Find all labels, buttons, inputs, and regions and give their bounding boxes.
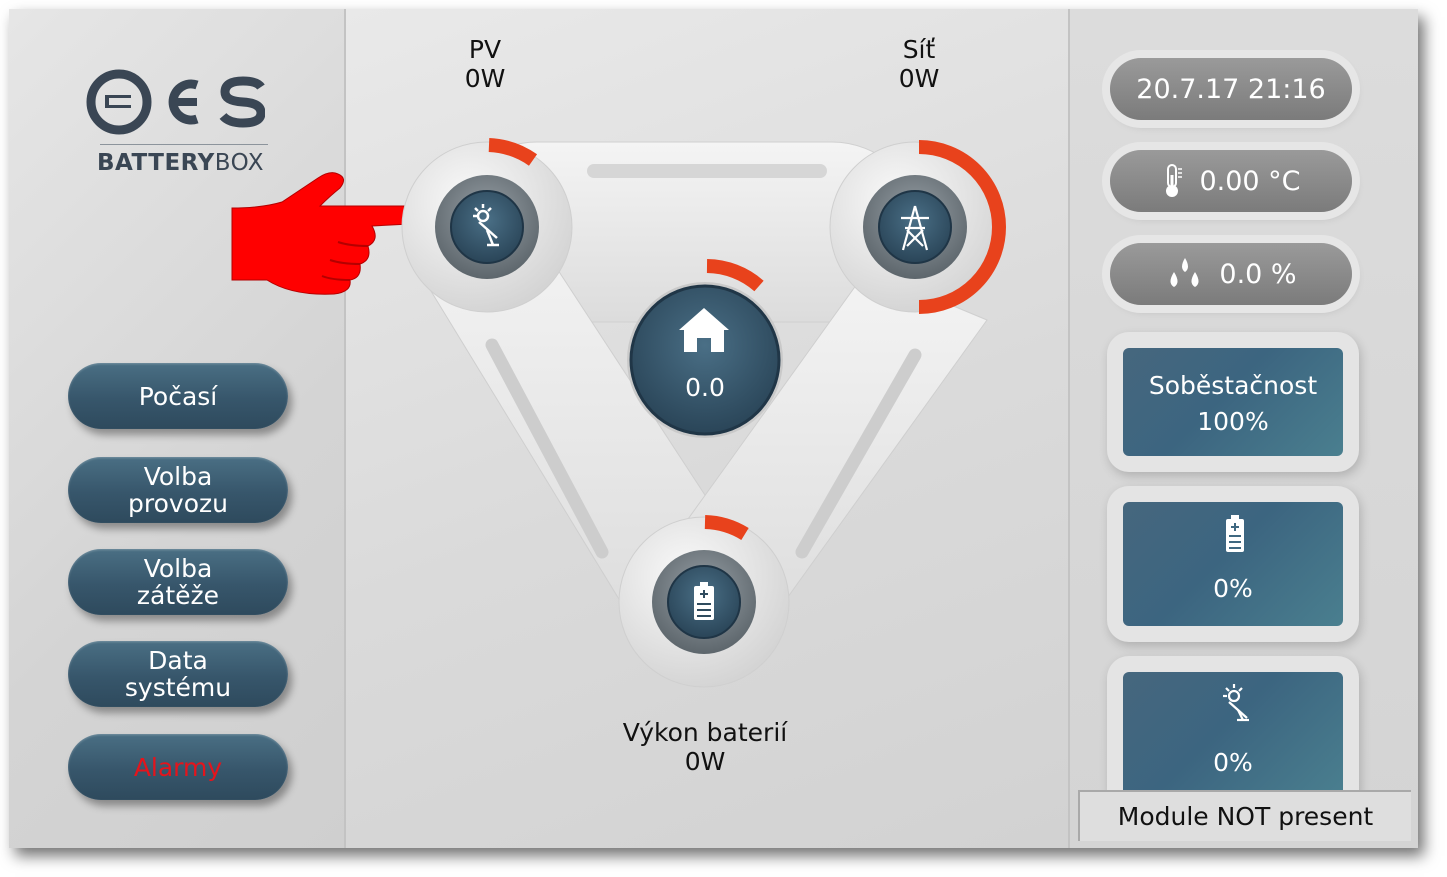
house-power-value: 0.0: [685, 373, 725, 402]
operation-mode-button[interactable]: Volba provozu: [68, 457, 288, 523]
battery-name: Výkon baterií: [622, 718, 788, 747]
grid-name: Síť: [902, 35, 936, 64]
self-sufficiency-label: Soběstačnost: [1148, 371, 1318, 400]
datetime-value: 20.7.17 21:16: [1136, 73, 1326, 105]
battery-value: 0W: [684, 747, 726, 776]
battery-soc-card[interactable]: 0%: [1107, 486, 1359, 642]
datetime-display: 20.7.17 21:16: [1110, 58, 1352, 120]
temperature-display: 0.00 °C: [1110, 150, 1352, 212]
pv-node[interactable]: [401, 138, 573, 313]
pv-value: 0W: [464, 64, 506, 93]
weather-button[interactable]: Počasí: [68, 363, 288, 429]
product-name: BATTERYBOX: [97, 150, 265, 176]
solar-panel-icon: [473, 204, 499, 247]
battery-node[interactable]: [618, 515, 790, 688]
humidity-display: 0.0 %: [1110, 243, 1352, 305]
water-drops-icon: [1165, 256, 1205, 292]
solar-panel-icon: [1223, 684, 1249, 722]
system-data-button[interactable]: Data systému: [68, 641, 288, 707]
operation-mode-button-label: Volba provozu: [128, 462, 228, 518]
energy-flow-diagram: 0.0: [401, 138, 1006, 688]
alarms-button-label: Alarmy: [133, 752, 223, 782]
module-status-bar: Module NOT present: [1078, 790, 1411, 841]
temperature-value: 0.00 °C: [1199, 165, 1301, 197]
alarms-button[interactable]: Alarmy: [68, 734, 288, 800]
brand-logo: [86, 69, 265, 135]
grid-node[interactable]: [829, 140, 1006, 314]
battery-soc-value: 0%: [1213, 574, 1253, 603]
pv-label: PV 0W: [430, 35, 540, 93]
system-data-button-label: Data systému: [124, 646, 232, 702]
pv-name: PV: [468, 35, 502, 64]
load-selection-button-label: Volba zátěže: [136, 554, 220, 610]
self-sufficiency-card[interactable]: Soběstačnost 100%: [1107, 332, 1359, 472]
house-icon: [679, 308, 729, 352]
house-node[interactable]: 0.0: [627, 259, 783, 438]
pv-share-card[interactable]: 0%: [1107, 656, 1359, 812]
weather-button-label: Počasí: [138, 381, 218, 411]
pv-share-value: 0%: [1213, 748, 1253, 777]
grid-value: 0W: [898, 64, 940, 93]
battery-icon: [1226, 515, 1244, 552]
self-sufficiency-value: 100%: [1197, 407, 1269, 436]
battery-label: Výkon baterií 0W: [580, 718, 830, 776]
battery-icon: [694, 582, 714, 620]
thermometer-icon: [1161, 163, 1185, 199]
humidity-value: 0.0 %: [1219, 258, 1297, 290]
logo-divider: [100, 144, 268, 145]
load-selection-button[interactable]: Volba zátěže: [68, 549, 288, 615]
grid-label: Síť 0W: [864, 35, 974, 93]
power-pylon-icon: [901, 205, 929, 251]
module-status-text: Module NOT present: [1117, 802, 1374, 831]
